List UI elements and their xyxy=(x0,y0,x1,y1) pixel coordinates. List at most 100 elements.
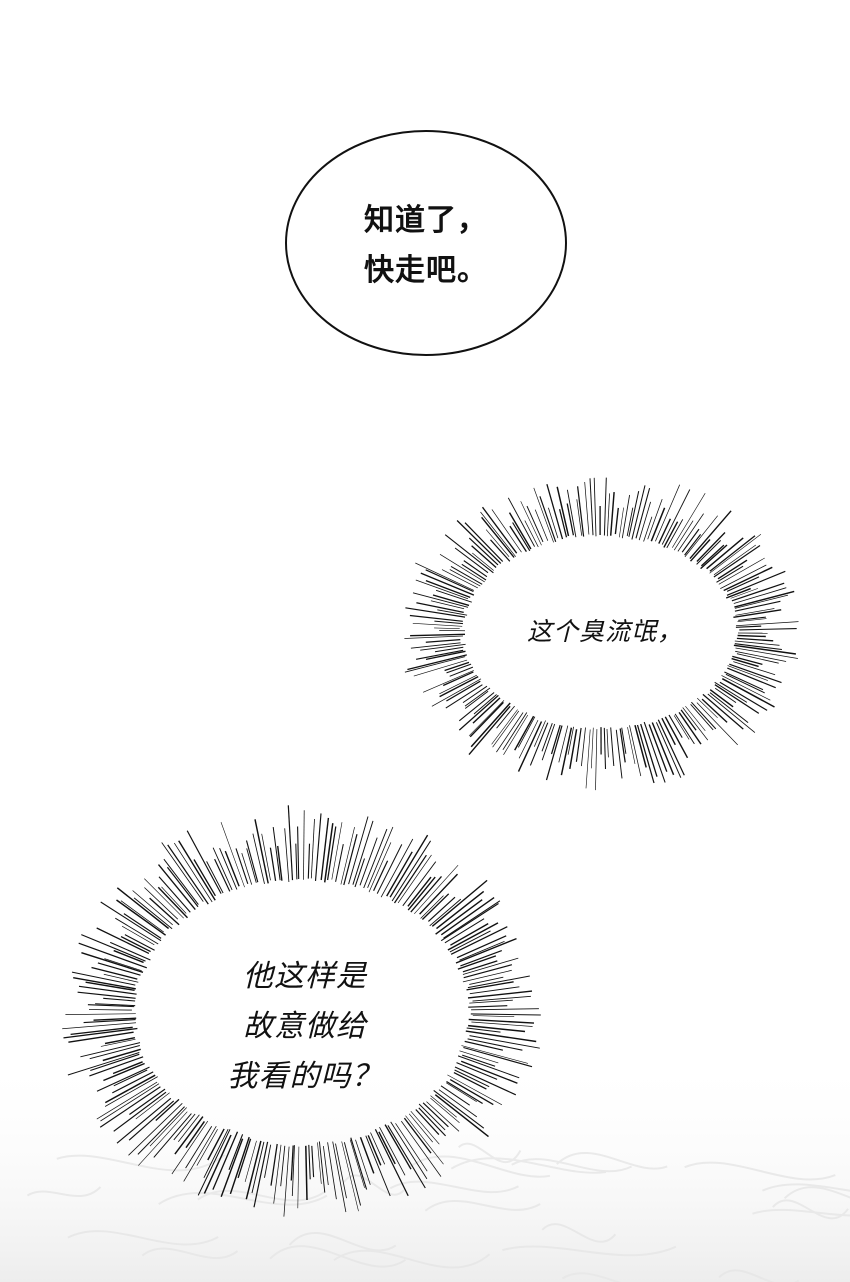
burst-ray xyxy=(297,826,300,880)
burst-ray xyxy=(457,955,497,970)
burst-ray xyxy=(365,1135,391,1197)
burst-ray xyxy=(701,698,728,723)
burst-ray xyxy=(407,876,432,907)
burst-ray xyxy=(468,1024,526,1033)
burst-ray xyxy=(593,477,597,537)
burst-ray xyxy=(295,843,298,880)
burst-ray xyxy=(376,844,403,894)
burst-ray xyxy=(332,1141,347,1213)
burst-ray xyxy=(81,952,144,973)
burst-ray xyxy=(735,621,799,627)
burst-ray xyxy=(220,1138,244,1197)
burst-ray xyxy=(410,1110,440,1145)
burst-ray xyxy=(496,712,524,753)
burst-ray xyxy=(638,501,651,541)
burst-ray xyxy=(706,537,744,570)
burst-ray xyxy=(456,1062,498,1080)
burst-ray xyxy=(709,689,734,708)
burst-ray xyxy=(558,509,568,538)
burst-ray xyxy=(393,854,427,904)
burst-ray xyxy=(446,1080,483,1105)
burst-ray xyxy=(473,694,497,715)
burst-ray xyxy=(672,493,706,548)
burst-ray xyxy=(186,830,222,894)
burst-ray xyxy=(318,1141,326,1193)
burst-ray xyxy=(447,922,499,951)
burst-ray xyxy=(444,661,470,672)
burst-ray xyxy=(206,861,224,894)
burst-ray xyxy=(435,589,472,603)
burst-ray xyxy=(90,1053,140,1072)
burst-ray xyxy=(400,1120,442,1177)
burst-ray xyxy=(437,609,468,616)
burst-ray xyxy=(284,828,290,883)
burst-ray xyxy=(734,643,782,651)
burst-ray xyxy=(621,727,627,754)
burst-ray xyxy=(335,843,344,882)
burst-ray xyxy=(95,1003,136,1007)
burst-ray xyxy=(277,845,283,881)
burst-ray xyxy=(491,709,518,745)
burst-ray xyxy=(343,834,358,886)
burst-ray xyxy=(464,687,491,707)
burst-ray xyxy=(680,709,697,731)
burst-ray xyxy=(149,1107,187,1147)
burst-ray xyxy=(445,684,483,709)
burst-ray xyxy=(732,655,763,666)
burst-ray xyxy=(548,507,559,539)
burst-ray xyxy=(550,724,561,755)
burst-ray xyxy=(724,671,764,691)
burst-ray xyxy=(62,1022,137,1030)
thought-burst-2-rays xyxy=(62,805,541,1217)
burst-ray xyxy=(415,579,469,600)
burst-ray xyxy=(91,966,138,980)
burst-ray xyxy=(430,1095,457,1118)
burst-ray xyxy=(466,1027,501,1033)
burst-ray xyxy=(193,859,216,897)
burst-ray xyxy=(120,900,164,933)
burst-ray xyxy=(261,833,271,881)
burst-ray xyxy=(183,1126,217,1182)
burst-ray xyxy=(631,485,646,540)
burst-ray xyxy=(307,843,311,879)
burst-ray xyxy=(709,533,762,574)
burst-ray xyxy=(71,971,136,986)
burst-ray xyxy=(614,507,619,535)
burst-ray xyxy=(529,722,549,766)
burst-ray xyxy=(253,1141,269,1208)
burst-ray xyxy=(650,507,666,542)
burst-ray xyxy=(290,1145,294,1181)
burst-ray xyxy=(352,820,374,885)
burst-ray xyxy=(120,936,151,953)
burst-ray xyxy=(115,917,159,945)
burst-ray xyxy=(689,510,732,560)
burst-ray xyxy=(391,840,432,902)
burst-ray xyxy=(576,499,583,536)
burst-ray xyxy=(723,566,773,592)
burst-ray xyxy=(214,858,231,892)
burst-ray xyxy=(634,725,647,768)
burst-ray xyxy=(464,690,489,709)
burst-ray xyxy=(96,927,150,954)
burst-ray xyxy=(734,600,781,612)
burst-ray xyxy=(434,620,464,625)
burst-ray xyxy=(485,529,510,558)
burst-ray xyxy=(310,818,315,879)
burst-ray xyxy=(657,719,685,776)
burst-ray xyxy=(690,704,714,731)
burst-ray xyxy=(726,576,760,592)
burst-ray xyxy=(245,1140,262,1200)
burst-ray xyxy=(472,1015,515,1018)
burst-ray xyxy=(440,897,495,936)
burst-ray xyxy=(589,478,594,536)
burst-ray xyxy=(714,687,737,703)
burst-ray xyxy=(716,565,744,583)
burst-ray xyxy=(426,1101,460,1132)
burst-ray xyxy=(546,484,564,540)
burst-ray xyxy=(103,997,136,1002)
burst-ray xyxy=(447,1074,503,1106)
burst-ray xyxy=(412,592,469,608)
burst-ray xyxy=(354,858,366,888)
burst-ray xyxy=(425,569,474,593)
